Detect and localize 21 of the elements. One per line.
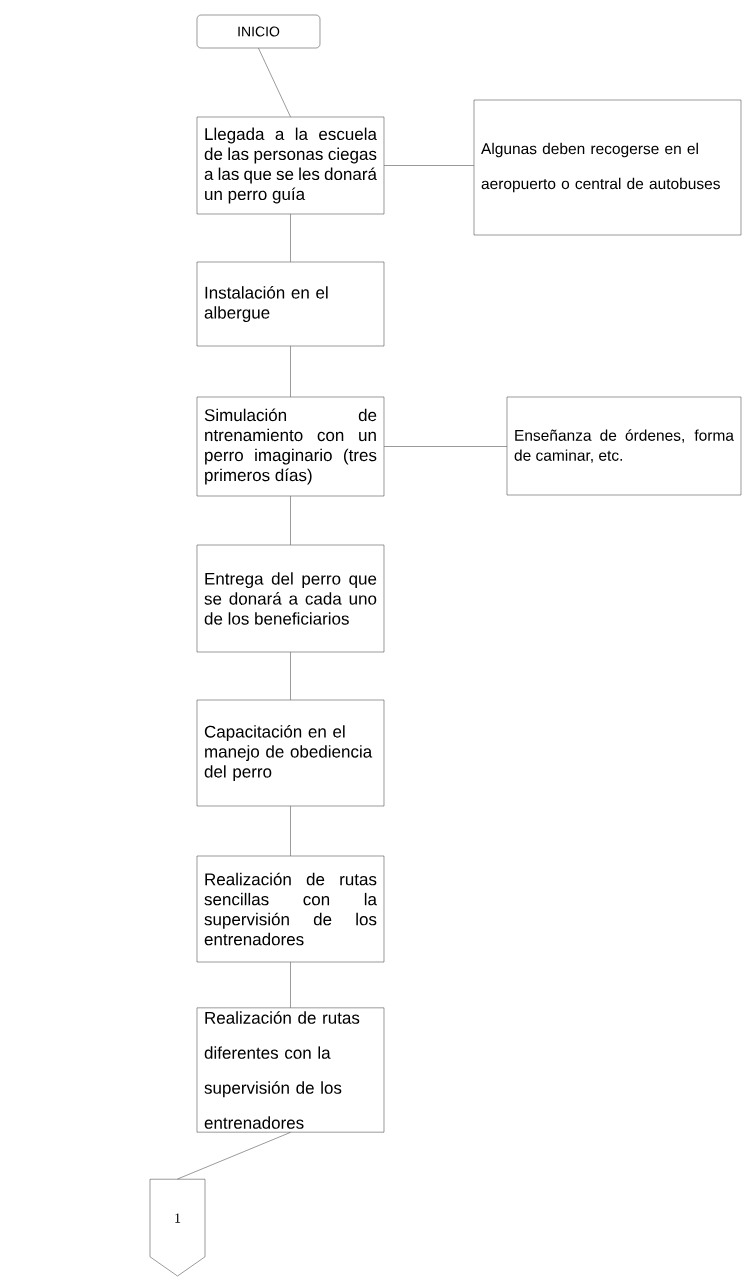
- connector-line: [290, 806, 291, 856]
- process-box: Instalación en el albergue: [196, 261, 385, 347]
- connector-line: [290, 962, 291, 1008]
- process-box: Simulación de ntrenamiento con un perro imaginario (tres primeros días): [196, 396, 385, 497]
- process-box: Entrega del perro que se donará a cada uno de los beneficiarios: [196, 544, 385, 653]
- connector-line: [384, 446, 507, 447]
- note-box: Algunas deben recogerse en el aeropuerto o central de autobuses: [473, 99, 742, 236]
- connector-line: [290, 496, 291, 545]
- connector-line: [290, 652, 291, 700]
- note-box: Enseñanza de órdenes, forma de caminar, etc.: [506, 396, 742, 496]
- process-box: Capacitación en el manejo de obediencia del perro: [196, 699, 385, 807]
- connector-line: [177, 1132, 291, 1180]
- start-terminal: INICIO: [196, 14, 321, 49]
- process-box: Realización de rutas diferentes con la supervisión de los entrenadores: [196, 1007, 385, 1133]
- connector-line: [258, 48, 291, 117]
- connector-line: [384, 165, 474, 166]
- connector-line: [290, 214, 291, 262]
- connector-line: [290, 346, 291, 397]
- process-box: Realización de rutas sencillas con la supervisión de los entrenadores: [196, 855, 385, 963]
- off-page-connector: 1: [149, 1179, 206, 1277]
- process-box: Llegada a la escuela de las personas ciegas a las que se les donará un perro guía: [196, 116, 385, 215]
